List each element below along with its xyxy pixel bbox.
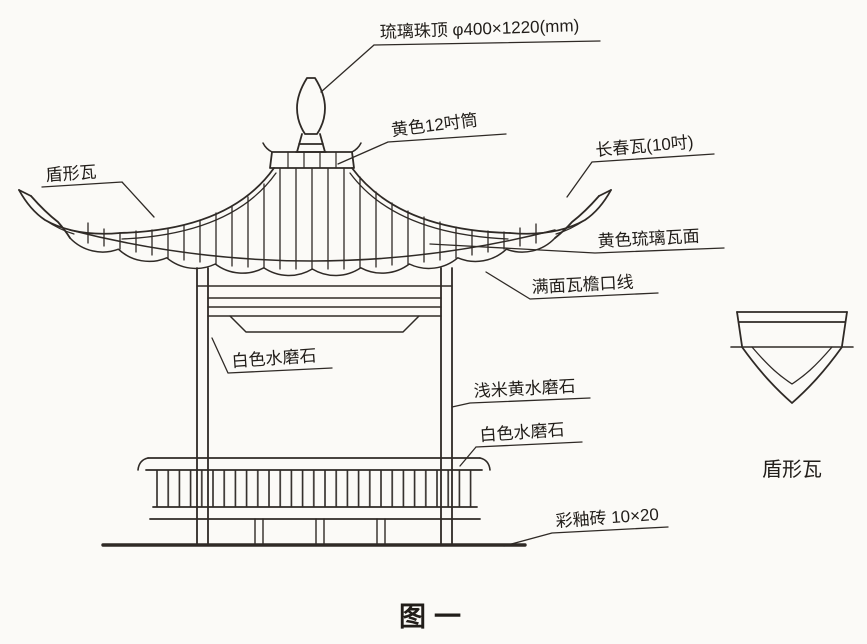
right-eave-horn <box>509 189 612 239</box>
finial-ornament <box>295 77 327 153</box>
figure-caption: 图一 <box>399 602 469 632</box>
label-shield-tile: 盾形瓦 <box>45 162 97 185</box>
roof-tile-lines <box>87 167 537 270</box>
railing <box>137 457 491 545</box>
shield-tile-detail <box>730 311 854 404</box>
label-white-terrazzo-beam: 白色水磨石 <box>231 346 317 371</box>
roof-slope-edges <box>119 167 511 240</box>
label-white-terrazzo-rail: 白色水磨石 <box>479 420 565 445</box>
roof-ridge <box>262 142 362 169</box>
annotation-leader-lines <box>41 40 725 547</box>
label-glazed-brick: 彩釉砖 10×20 <box>555 505 660 531</box>
annotation-labels: 琉璃珠顶 φ400×1220(mm) 黄色12吋筒 长春瓦(10吋) 盾形瓦 黄… <box>45 16 822 632</box>
label-glazed-surface: 黄色琉璃瓦面 <box>597 227 700 251</box>
label-eave-line: 满面瓦檐口线 <box>531 273 634 297</box>
label-finial: 琉璃珠顶 φ400×1220(mm) <box>379 16 579 42</box>
label-ridge-tube: 黄色12吋筒 <box>390 111 479 140</box>
label-beige-terrazzo-column: 浅米黄水磨石 <box>473 377 576 401</box>
left-eave-horn <box>18 189 121 239</box>
detail-caption: 盾形瓦 <box>762 458 822 481</box>
beam-and-valance <box>196 285 453 333</box>
